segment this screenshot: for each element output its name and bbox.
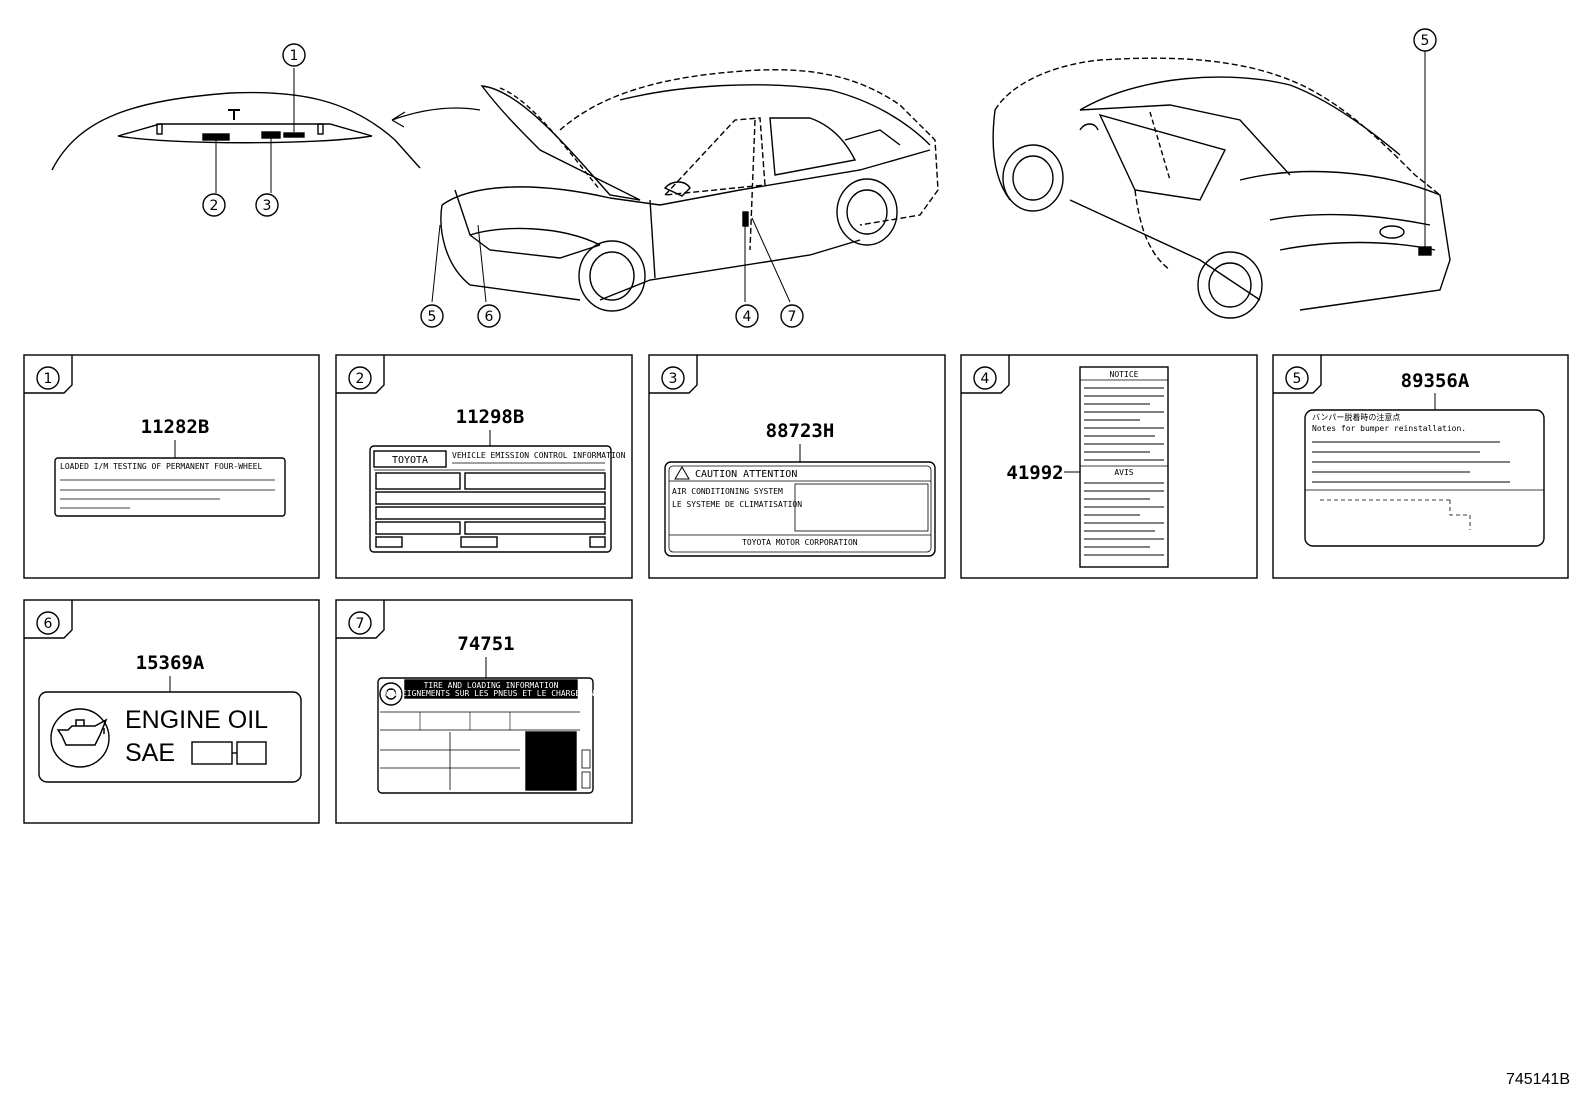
part-number: 11282B: [141, 416, 210, 438]
callout-circle: [255, 193, 279, 217]
callout-number: 5: [1421, 33, 1430, 49]
panel-2: 2 11298B TOYOTA VEHICLE EMISSION CONTROL…: [335, 354, 633, 579]
car-rear-view: 5: [992, 28, 1451, 319]
diagram-reference-number: 745141B: [1506, 1071, 1570, 1088]
brand-text: TOYOTA: [392, 455, 428, 466]
label-line: Notes for bumper reinstallation.: [1312, 424, 1466, 433]
avis-title: AVIS: [1114, 468, 1133, 477]
engine-oil-text: ENGINE OIL: [125, 706, 268, 734]
panel-4: 4 41992 NOTICE AVIS: [960, 354, 1258, 579]
callout-circle: [202, 193, 226, 217]
notice-title: NOTICE: [1110, 370, 1139, 379]
label-line: LE SYSTEME DE CLIMATISATION: [672, 500, 802, 509]
panel-6: 6 15369A ENGINE OIL SAE: [23, 599, 320, 824]
callout-circle: [477, 304, 501, 328]
label-line: TIRE AND LOADING INFORMATION: [424, 681, 559, 690]
label-footer: TOYOTA MOTOR CORPORATION: [742, 538, 858, 547]
panel-index: 6: [44, 616, 53, 632]
label-line: RENSEIGNEMENTS SUR LES PNEUS ET LE CHARG…: [383, 689, 600, 698]
part-number: 41992: [1006, 462, 1063, 484]
panel-index: 4: [981, 371, 990, 387]
callout-number: 3: [263, 198, 272, 214]
car-front-view: 5 6 4 7: [420, 69, 939, 328]
callout-circle: [780, 304, 804, 328]
panel-index: 3: [669, 371, 678, 387]
part-number: 15369A: [136, 652, 205, 674]
callout-number: 5: [428, 309, 437, 325]
callout-number: 6: [485, 309, 494, 325]
callout-number: 2: [210, 198, 219, 214]
callout-circle: [735, 304, 759, 328]
panel-index: 7: [356, 616, 365, 632]
callout-number: 4: [743, 309, 752, 325]
panel-index: 2: [356, 371, 365, 387]
label-text: VEHICLE EMISSION CONTROL INFORMATION: [452, 451, 626, 460]
tire-icon: [379, 682, 403, 706]
part-number: 89356A: [1401, 370, 1470, 392]
panel-index: 5: [1293, 371, 1302, 387]
part-number: 11298B: [456, 406, 525, 428]
panel-1: 1 11282B LOADED I/M TESTING OF PERMANENT…: [23, 354, 320, 579]
part-number: 74751: [457, 633, 514, 655]
callout-circle: [282, 43, 306, 67]
caution-header: CAUTION ATTENTION: [695, 469, 797, 480]
panel-index: 1: [44, 371, 53, 387]
oil-can-icon: [50, 708, 110, 768]
sae-text: SAE: [125, 739, 175, 767]
panel-3: 3 88723H CAUTION ATTENTION AIR CONDITION…: [648, 354, 946, 579]
label-text: LOADED I/M TESTING OF PERMANENT FOUR-WHE…: [60, 462, 262, 471]
callout-circle: [1413, 28, 1437, 52]
callout-circle: [420, 304, 444, 328]
callout-number: 1: [290, 48, 299, 64]
callout-number: 7: [788, 309, 797, 325]
label-line: AIR CONDITIONING SYSTEM: [672, 487, 783, 496]
part-number: 88723H: [766, 420, 835, 442]
label-line: バンパー脱着時の注意点: [1312, 412, 1400, 422]
panel-7: 7 74751 TIRE AND LOADING INFORMATION REN…: [335, 599, 633, 824]
hood-underside-view: 1 2 3: [51, 43, 481, 217]
panel-5: 5 89356A バンパー脱着時の注意点 Notes for bumper re…: [1272, 354, 1569, 579]
